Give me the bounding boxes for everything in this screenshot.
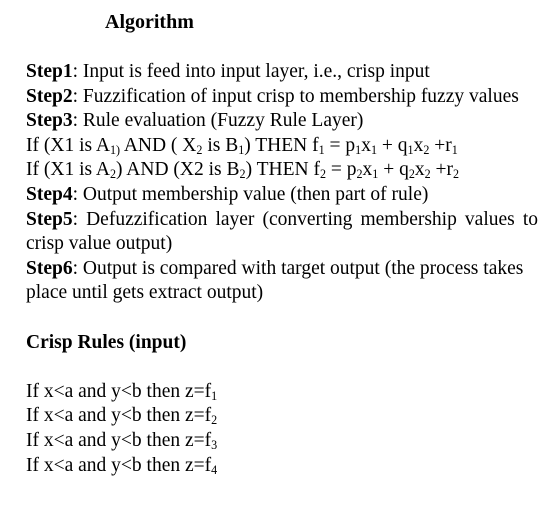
step-6-text: : Output is compared with target output … (26, 257, 524, 304)
step-2-label: Step2 (26, 85, 73, 107)
crisp-rule: If x<a and y<b then z=f1 (26, 380, 218, 403)
algorithm-title: Algorithm (105, 11, 194, 33)
step-4-text: : Output membership value (then part of … (72, 183, 429, 205)
section-spacer (26, 355, 538, 380)
step-6-label: Step6 (26, 257, 73, 279)
step-4-label: Step4 (26, 183, 73, 205)
crisp-rules-heading: Crisp Rules (input) (26, 331, 187, 353)
step-2: Step2: Fuzzification of input crisp to m… (26, 85, 538, 110)
rule-1: If (X1 is A1) AND ( X2 is B1) THEN f1 = … (26, 134, 458, 157)
step-3-label: Step3 (26, 110, 73, 132)
step-5: Step5: Defuzzification layer (converting… (26, 208, 538, 257)
step-2-text: : Fuzzification of input crisp to member… (72, 85, 519, 107)
rule-2: If (X1 is A2) AND (X2 is B2) THEN f2 = p… (26, 159, 460, 182)
crisp-rule: If x<a and y<b then z=f2 (26, 405, 218, 428)
step-1: Step1: Input is feed into input layer, i… (26, 60, 538, 85)
step-1-text: : Input is feed into input layer, i.e., … (72, 61, 430, 82)
step-6: Step6: Output is compared with target ou… (26, 257, 538, 306)
step-3-text: : Rule evaluation (Fuzzy Rule Layer) (72, 110, 364, 132)
crisp-rule: If x<a and y<b then z=f4 (26, 454, 218, 477)
step-5-text: : Defuzzification layer (converting memb… (26, 208, 538, 255)
step-4: Step4: Output membership value (then par… (26, 183, 538, 208)
algorithm-body: Step1: Input is feed into input layer, i… (26, 60, 538, 478)
crisp-rule: If x<a and y<b then z=f3 (26, 429, 218, 452)
step-1-label: Step1 (26, 61, 73, 82)
section-spacer (26, 306, 538, 331)
step-3: Step3: Rule evaluation (Fuzzy Rule Layer… (26, 109, 538, 134)
step-5-label: Step5 (26, 208, 73, 230)
